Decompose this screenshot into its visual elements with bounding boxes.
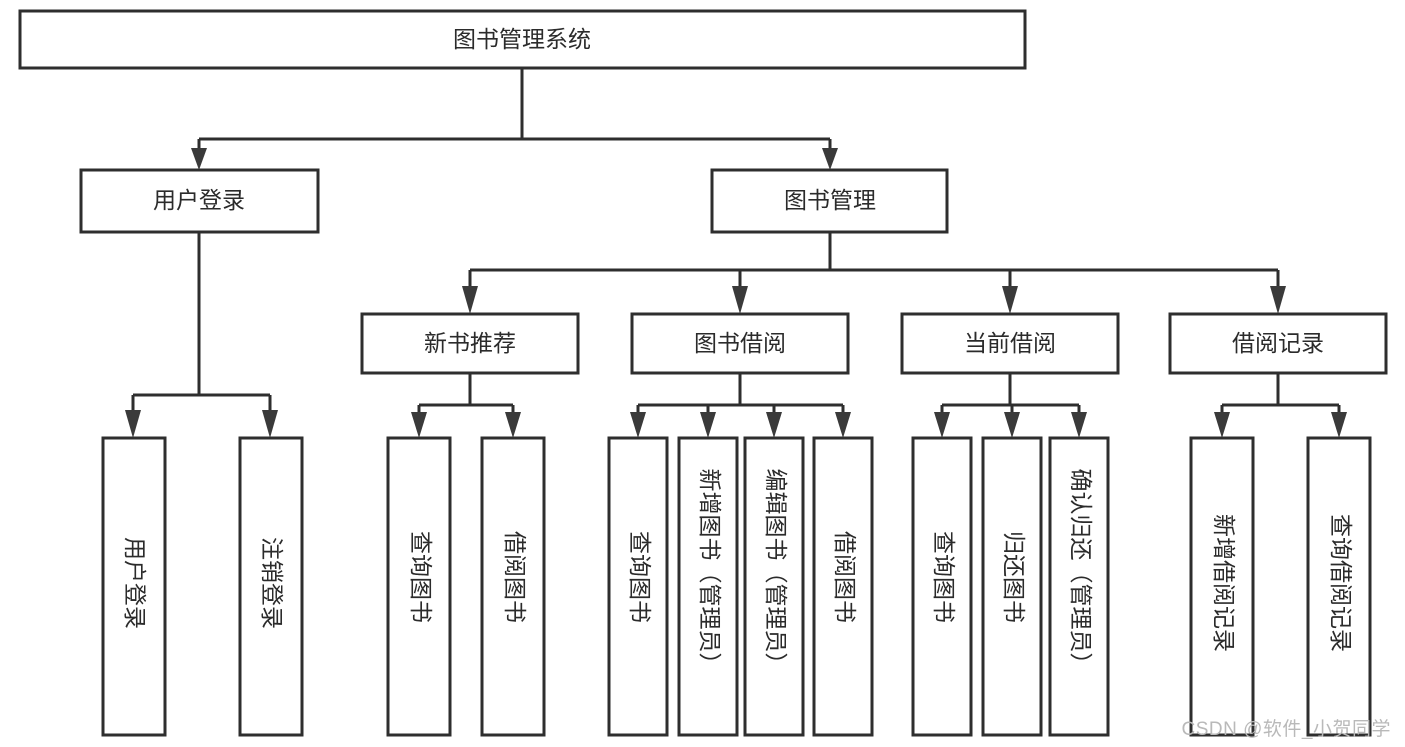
node-user-login-leaf-box[interactable] [101, 436, 167, 737]
node-query-borrow-record[interactable]: 查询借阅记录 [1306, 436, 1372, 737]
node-query-book-3-label: 查询图书 [931, 531, 957, 623]
arrow-to-query-book-2 [630, 412, 646, 438]
node-user-login-label: 用户登录 [153, 187, 245, 213]
node-edit-book-admin[interactable]: 编辑图书（管理员） [743, 436, 805, 737]
node-add-book-admin-box[interactable] [677, 436, 739, 737]
node-new-book-recommend[interactable]: 新书推荐 [360, 312, 580, 375]
arrow-root-to-user-login [191, 148, 207, 170]
arrow-to-query-borrow-record [1331, 412, 1347, 438]
node-edit-book-admin-box[interactable] [743, 436, 805, 737]
node-borrow-book-1-label: 借阅图书 [502, 531, 528, 623]
arrow-to-new-book-recommend [462, 286, 478, 314]
arrow-to-user-login-leaf [125, 410, 141, 438]
node-book-borrow-label: 图书借阅 [694, 330, 786, 356]
node-add-borrow-record-box[interactable] [1189, 436, 1255, 737]
arrow-to-query-book-1 [411, 412, 427, 438]
node-query-book-1-box[interactable] [386, 436, 452, 737]
node-current-borrow-label: 当前借阅 [964, 330, 1056, 356]
node-book-borrow-box[interactable] [630, 312, 850, 375]
node-add-borrow-record-label: 新增借阅记录 [1211, 514, 1237, 652]
node-user-login[interactable]: 用户登录 [79, 168, 320, 234]
node-query-borrow-record-box[interactable] [1306, 436, 1372, 737]
arrow-to-return-book [1004, 412, 1020, 438]
node-current-borrow[interactable]: 当前借阅 [900, 312, 1120, 375]
node-borrow-book-1[interactable]: 借阅图书 [480, 436, 546, 737]
node-query-book-1[interactable]: 查询图书 [386, 436, 452, 737]
arrow-root-to-book-management [822, 148, 838, 170]
arrow-to-borrow-book-1 [505, 412, 521, 438]
node-book-management-label: 图书管理 [784, 187, 876, 213]
arrow-to-edit-book-admin [766, 412, 782, 438]
node-root-label: 图书管理系统 [453, 26, 591, 52]
node-book-management[interactable]: 图书管理 [710, 168, 949, 234]
node-query-book-3[interactable]: 查询图书 [911, 436, 973, 737]
csdn-watermark: CSDN @软件_小贺同学 [1181, 719, 1391, 740]
node-query-book-1-label: 查询图书 [408, 531, 434, 623]
node-user-logout-leaf[interactable]: 注销登录 [238, 436, 304, 737]
node-add-book-admin-label: 新增图书（管理员） [697, 469, 723, 676]
node-query-book-3-box[interactable] [911, 436, 973, 737]
node-add-borrow-record[interactable]: 新增借阅记录 [1189, 436, 1255, 737]
node-query-book-2-box[interactable] [607, 436, 669, 737]
node-user-login-box[interactable] [79, 168, 320, 234]
arrow-to-add-book-admin [700, 412, 716, 438]
node-borrow-records-box[interactable] [1168, 312, 1388, 375]
node-confirm-return-admin-box[interactable] [1048, 436, 1110, 737]
node-query-book-2[interactable]: 查询图书 [607, 436, 669, 737]
node-user-login-leaf-label: 用户登录 [122, 537, 148, 629]
node-root-box[interactable] [18, 9, 1027, 70]
arrow-to-confirm-return-admin [1071, 412, 1087, 438]
node-borrow-book-1-box[interactable] [480, 436, 546, 737]
node-borrow-records-label: 借阅记录 [1232, 330, 1324, 356]
node-query-book-2-label: 查询图书 [627, 531, 653, 623]
node-return-book-label: 归还图书 [1001, 531, 1027, 623]
node-edit-book-admin-label: 编辑图书（管理员） [763, 469, 789, 676]
node-query-borrow-record-label: 查询借阅记录 [1328, 514, 1354, 652]
node-user-login-leaf[interactable]: 用户登录 [101, 436, 167, 737]
arrow-to-borrow-records [1270, 286, 1286, 314]
node-borrow-book-2[interactable]: 借阅图书 [812, 436, 874, 737]
node-new-book-recommend-box[interactable] [360, 312, 580, 375]
node-confirm-return-admin[interactable]: 确认归还（管理员） [1048, 436, 1110, 737]
arrow-to-current-borrow [1002, 286, 1018, 314]
node-book-management-box[interactable] [710, 168, 949, 234]
node-borrow-records[interactable]: 借阅记录 [1168, 312, 1388, 375]
node-add-book-admin[interactable]: 新增图书（管理员） [677, 436, 739, 737]
node-borrow-book-2-box[interactable] [812, 436, 874, 737]
arrow-to-query-book-3 [934, 412, 950, 438]
arrow-to-book-borrow [732, 286, 748, 314]
arrow-to-user-logout-leaf [262, 410, 278, 438]
node-return-book-box[interactable] [981, 436, 1043, 737]
node-current-borrow-box[interactable] [900, 312, 1120, 375]
arrow-to-borrow-book-2 [835, 412, 851, 438]
node-borrow-book-2-label: 借阅图书 [832, 531, 858, 623]
node-user-logout-leaf-box[interactable] [238, 436, 304, 737]
node-confirm-return-admin-label: 确认归还（管理员） [1068, 469, 1094, 676]
edge-layer [125, 68, 1347, 438]
arrow-to-add-borrow-record [1214, 412, 1230, 438]
node-return-book[interactable]: 归还图书 [981, 436, 1043, 737]
node-user-logout-leaf-label: 注销登录 [259, 537, 285, 629]
node-book-borrow[interactable]: 图书借阅 [630, 312, 850, 375]
node-root[interactable]: 图书管理系统 [18, 9, 1027, 70]
node-new-book-recommend-label: 新书推荐 [424, 330, 516, 356]
